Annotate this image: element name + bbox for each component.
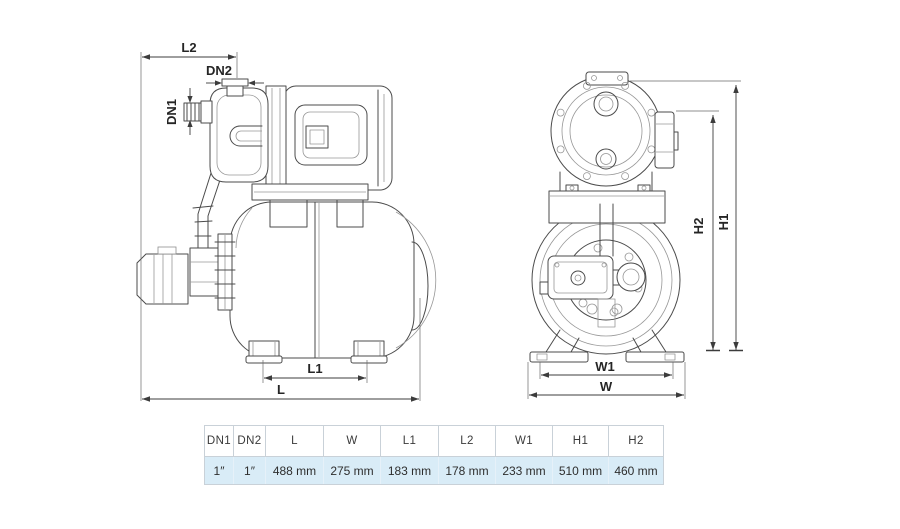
pressure-switch-side <box>136 169 236 311</box>
header-dn1: DN1 <box>204 425 234 457</box>
pump-head-front <box>550 71 679 192</box>
label-h2: H2 <box>691 218 706 235</box>
value-h2: 460 mm <box>608 456 664 485</box>
tank-side <box>229 199 437 364</box>
pressure-switch-front <box>539 255 646 328</box>
value-dn2: 1″ <box>233 456 266 485</box>
value-dn1: 1″ <box>204 456 234 485</box>
dimension-labels: L2 DN2 DN1 L1 L W1 W H2 H1 <box>164 40 731 397</box>
label-w: W <box>600 379 613 394</box>
dn1-port <box>183 100 213 124</box>
value-h1: 510 mm <box>552 456 609 485</box>
header-w1: W1 <box>495 425 553 457</box>
header-l: L <box>265 425 324 457</box>
header-h2: H2 <box>608 425 664 457</box>
terminal-box <box>654 111 679 169</box>
value-w: 275 mm <box>323 456 381 485</box>
tank-foot-front-left <box>529 329 589 363</box>
header-h1: H1 <box>552 425 609 457</box>
dimensions-table: DN1 DN2 L W L1 L2 W1 H1 H2 1″ 1″ 488 mm … <box>204 425 664 485</box>
header-w: W <box>323 425 381 457</box>
table-value-row: 1″ 1″ 488 mm 275 mm 183 mm 178 mm 233 mm… <box>204 456 664 485</box>
label-w1: W1 <box>595 359 615 374</box>
tank-foot-left <box>245 340 283 364</box>
mounting-bracket <box>548 184 666 224</box>
tank-foot-right <box>350 340 388 364</box>
header-l2: L2 <box>438 425 496 457</box>
header-l1: L1 <box>380 425 439 457</box>
front-view <box>529 71 685 363</box>
header-dn2: DN2 <box>233 425 266 457</box>
label-dn1: DN1 <box>164 99 179 125</box>
value-l: 488 mm <box>265 456 324 485</box>
value-l1: 183 mm <box>380 456 439 485</box>
tank-foot-front-right <box>625 329 685 363</box>
label-l: L <box>277 382 285 397</box>
dimensions-table-grid: DN1 DN2 L W L1 L2 W1 H1 H2 1″ 1″ 488 mm … <box>204 425 664 485</box>
dimension-lines <box>140 52 743 402</box>
label-h1: H1 <box>716 214 731 231</box>
label-l1: L1 <box>307 361 322 376</box>
label-l2: L2 <box>181 40 196 55</box>
label-dn2: DN2 <box>206 63 232 78</box>
side-view <box>136 78 437 364</box>
value-w1: 233 mm <box>495 456 553 485</box>
dn2-port <box>221 78 249 97</box>
table-header-row: DN1 DN2 L W L1 L2 W1 H1 H2 <box>204 425 664 457</box>
pump-side <box>183 78 393 201</box>
value-l2: 178 mm <box>438 456 496 485</box>
